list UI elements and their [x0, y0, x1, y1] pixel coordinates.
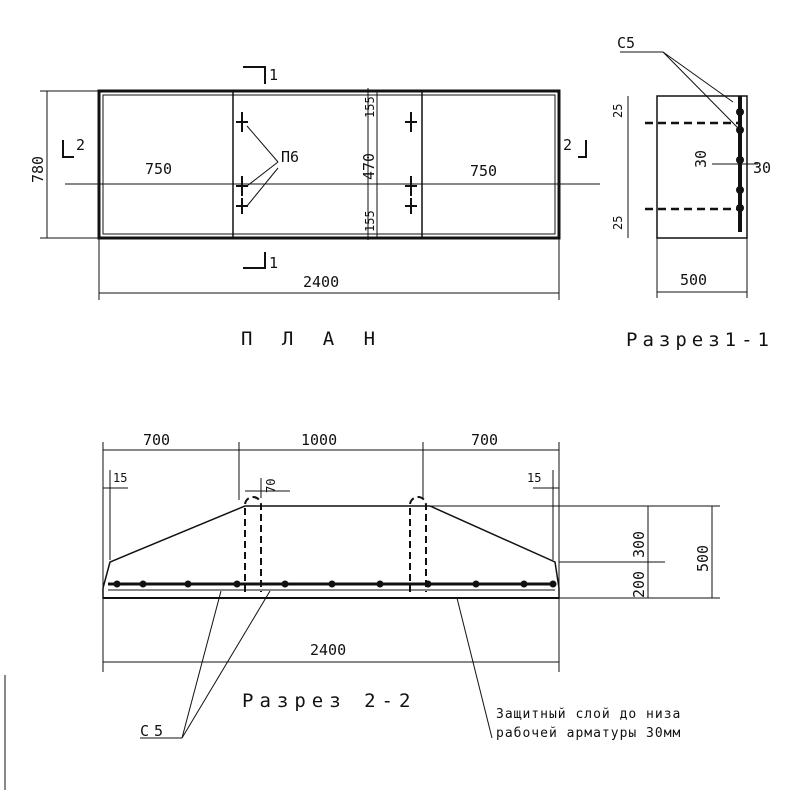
section-2-marker-left: 2 [62, 136, 85, 158]
plan-loops [236, 112, 417, 214]
plan-middle-strip: 470 [360, 153, 378, 180]
section-1-1-cover-a: 30 [692, 150, 710, 168]
section-2-2-total-height: 500 [694, 545, 712, 572]
section-1-1: С5 25 25 30 30 500 Разрез1-1 [611, 34, 774, 351]
section-2-2-lower-height: 200 [630, 571, 648, 598]
section-2-marker-right: 2 [563, 136, 587, 158]
plan-title: П Л А Н [241, 328, 384, 350]
section-2-2-right-edge: 15 [527, 471, 541, 485]
section-1-marker-bottom: 1 [243, 252, 278, 272]
section-2-2-left-span: 700 [143, 431, 170, 449]
mesh-leader-lines [620, 51, 739, 129]
section-2-2-title: Разрез 2-2 [242, 690, 416, 712]
section-2-2-right-span: 700 [471, 431, 498, 449]
loop-mark-label: П6 [281, 148, 299, 166]
section-2-2-middle-span: 1000 [301, 431, 337, 449]
svg-text:2: 2 [563, 136, 572, 154]
section-2-2-mesh-mark: С5 [140, 722, 168, 740]
section-2-2: 700 1000 700 15 15 70 300 200 500 2400 [102, 431, 720, 741]
section-2-2-left-edge: 15 [113, 471, 127, 485]
plan-view: П6 750 750 155 470 155 780 2400 1 1 2 [29, 66, 600, 350]
plan-right-span: 750 [470, 162, 497, 180]
section-2-2-loops [244, 496, 427, 592]
section-2-2-total-length: 2400 [310, 641, 346, 659]
svg-text:1: 1 [269, 254, 278, 272]
plan-inner-outline [102, 94, 556, 235]
plan-bottom-strip: 155 [363, 210, 377, 232]
note-leader [456, 597, 493, 739]
section-1-1-width: 500 [680, 271, 707, 289]
section-1-1-title: Разрез1-1 [626, 329, 774, 351]
plan-total-length: 2400 [303, 273, 339, 291]
plan-height: 780 [29, 156, 47, 183]
plan-left-span: 750 [145, 160, 172, 178]
section-1-1-cover-b: 30 [753, 159, 771, 177]
plan-top-strip: 155 [363, 96, 377, 118]
section-2-2-mesh-leaders [140, 590, 271, 739]
svg-text:2: 2 [76, 136, 85, 154]
plan-outline [97, 89, 561, 240]
note-line-1: Защитный слой до низа [496, 707, 681, 722]
section-1-1-top-offset: 25 [611, 104, 625, 118]
section-1-1-mesh-mark: С5 [617, 34, 635, 52]
section-1-1-bottom-offset: 25 [611, 216, 625, 230]
section-1-marker-top: 1 [243, 66, 278, 84]
loop-leader-lines [246, 125, 279, 207]
section-2-2-loop-gap: 70 [264, 479, 278, 493]
note-line-2: рабочей арматуры 30мм [496, 726, 681, 741]
section-1-1-bars [736, 108, 744, 212]
section-2-2-upper-height: 300 [630, 531, 648, 558]
svg-text:1: 1 [269, 66, 278, 84]
